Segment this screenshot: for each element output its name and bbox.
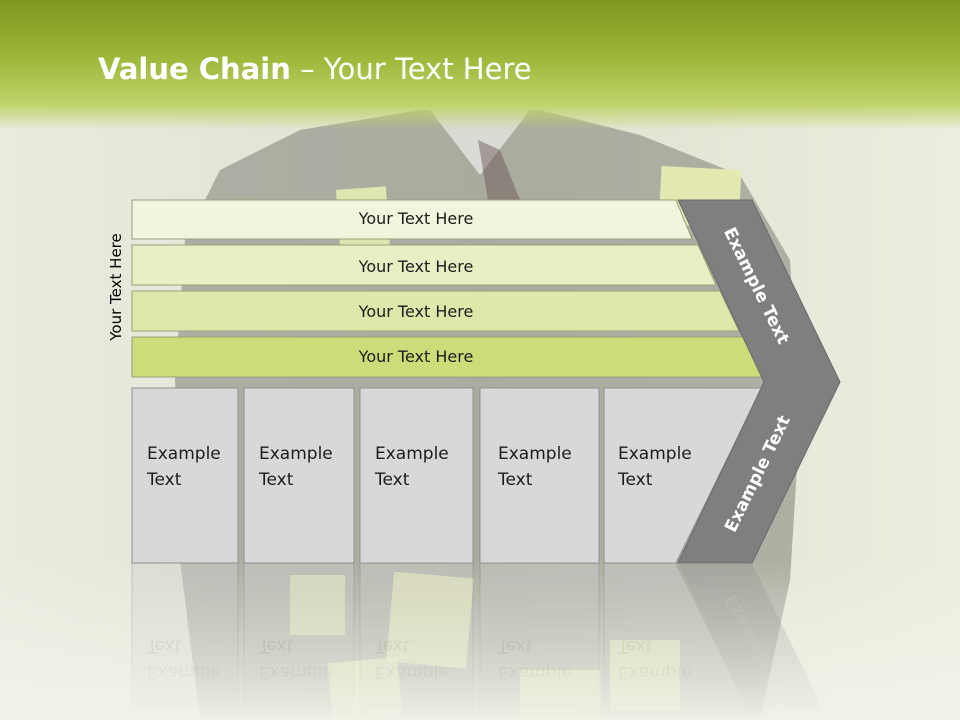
- box-text-line1: Example: [147, 444, 221, 464]
- bar-label: Your Text Here: [358, 257, 474, 276]
- box-shape: [243, 387, 355, 564]
- reflection-text: Example: [498, 662, 572, 682]
- bar-label: Your Text Here: [358, 347, 474, 366]
- activity-box: Example Text: [359, 387, 474, 564]
- box-text-line2: Text: [497, 470, 533, 490]
- reflection-text: Example: [259, 662, 333, 682]
- activity-box: Example Text: [131, 387, 239, 564]
- bar-shape: [131, 290, 740, 332]
- activity-box: Example Text: [603, 387, 763, 564]
- reflection-text: Example: [147, 662, 221, 682]
- box-shape: [359, 387, 474, 564]
- title-bold: Value Chain: [98, 52, 291, 86]
- reflection-text: Text: [617, 636, 653, 656]
- reflection-text: Text: [497, 636, 533, 656]
- reflection-text: Example: [618, 662, 692, 682]
- box-shape: [479, 387, 600, 564]
- box-text-line2: Text: [258, 470, 294, 490]
- box-text-line1: Example: [498, 444, 572, 464]
- activity-box: Example Text: [243, 387, 355, 564]
- bar-row: Your Text Here: [131, 244, 717, 286]
- title-rest: – Your Text Here: [290, 52, 532, 86]
- bar-shape: [131, 199, 693, 240]
- box-text-line2: Text: [146, 470, 182, 490]
- bar-label: Your Text Here: [358, 209, 474, 228]
- box-text-line1: Example: [259, 444, 333, 464]
- header-band: [0, 0, 960, 130]
- box-text-line2: Text: [374, 470, 410, 490]
- box-text-line2: Text: [617, 470, 653, 490]
- diagram-reflection: Example Text Example Text Example Text E…: [131, 562, 829, 720]
- bar-row: Your Text Here: [131, 199, 693, 240]
- reflection-text: Example: [375, 662, 449, 682]
- box-text-line1: Example: [618, 444, 692, 464]
- reflection-text: Text: [146, 636, 182, 656]
- bar-label: Your Text Here: [358, 302, 474, 321]
- bar-shape: [131, 244, 717, 286]
- bar-row: Your Text Here: [131, 336, 764, 378]
- bar-row: Your Text Here: [131, 290, 740, 332]
- reflection-text: Text: [374, 636, 410, 656]
- reflection-text: Text: [258, 636, 294, 656]
- activity-box: Example Text: [479, 387, 600, 564]
- box-shape: [131, 387, 239, 564]
- slide-title: Value Chain – Your Text Here: [98, 52, 532, 86]
- box-text-line1: Example: [375, 444, 449, 464]
